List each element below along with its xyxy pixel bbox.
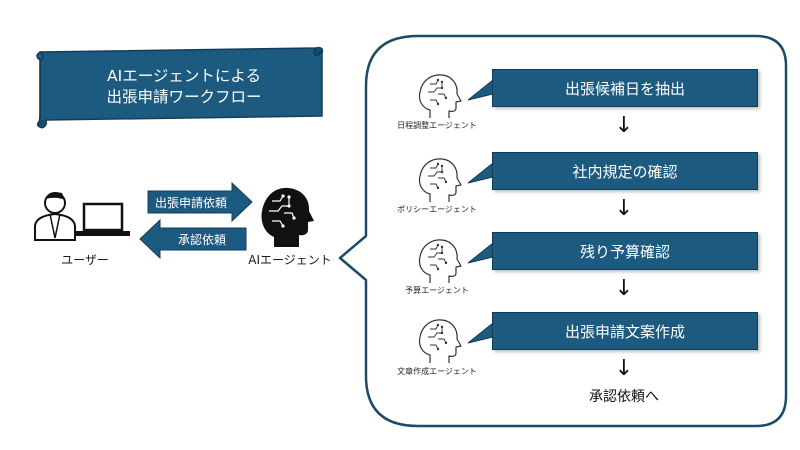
down-arrow-icon-1: ↓ [614,113,634,138]
step-box-4: 出張申請文案作成 [492,312,758,350]
step-box-1: 出張候補日を抽出 [492,69,758,107]
diagram-title: AIエージェントによる 出張申請ワークフロー [46,52,322,122]
title-scroll-banner [36,46,324,129]
agent-name-4: 文章作成エージェント [397,367,477,376]
down-arrow-icon-3: ↓ [614,276,634,301]
final-step-label: 承認依頼へ [589,389,659,405]
step-box-3: 残り予算確認 [492,232,758,270]
approval-arrow [139,218,247,260]
person-at-laptop-icon [34,192,130,241]
user-label: ユーザー [61,253,109,267]
down-arrow-icon-4: ↓ [614,356,634,381]
agent-name-3: 予算エージェント [405,286,469,295]
ai-head-icon [261,187,314,247]
request-arrow-label: 出張申請依頼 [154,196,227,210]
agent-name-1: 日程調整エージェント [397,121,477,130]
approval-arrow-label: 承認依頼 [177,233,226,247]
step-box-2: 社内規定の確認 [492,152,758,190]
down-arrow-icon-2: ↓ [614,196,634,221]
request-arrow [147,181,253,223]
agent-label: AIエージェント [248,253,332,267]
title-line-2: 出張申請ワークフロー [106,88,262,106]
title-line-1: AIエージェントによる [107,67,261,85]
agent-name-2: ポリシーエージェント [397,205,477,214]
